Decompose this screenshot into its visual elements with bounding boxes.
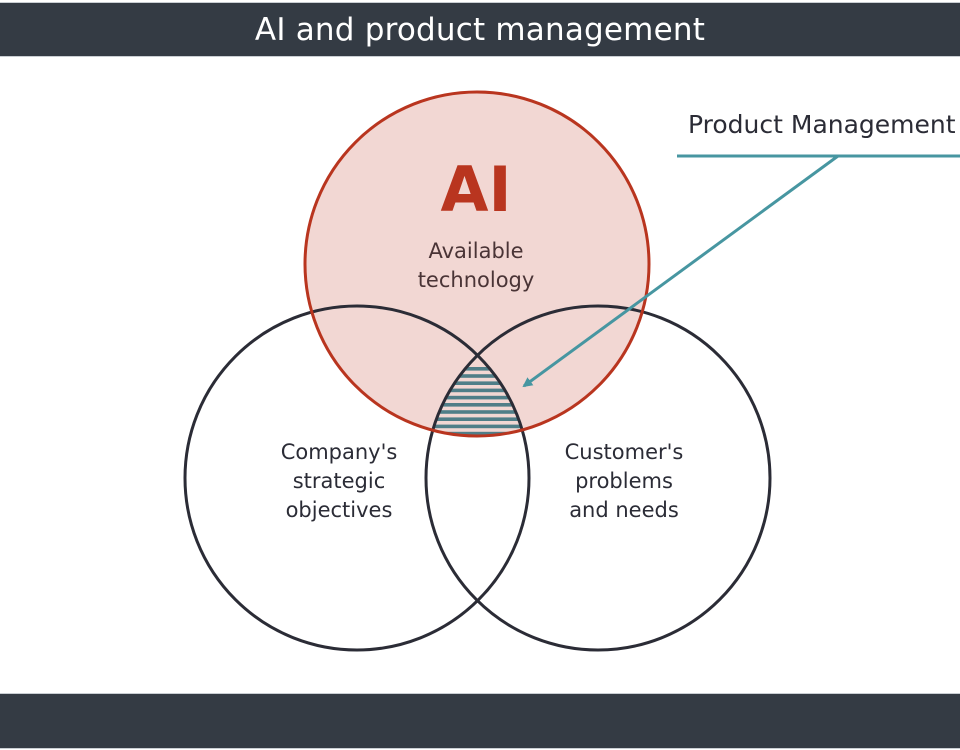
customer-circle (424, 304, 772, 652)
hatch-stripe (426, 431, 529, 436)
hatch-stripe (426, 424, 529, 429)
hatch-stripe (426, 367, 529, 371)
footer-bar (0, 693, 960, 749)
hatch-stripe (426, 374, 529, 378)
company-label-line-1: Company's (281, 440, 398, 464)
hatch-stripe (426, 403, 529, 407)
hatch-stripe (426, 395, 529, 400)
intersection-hatch (426, 367, 529, 436)
ai-circle-fill (305, 92, 649, 436)
callout-label: Product Management (688, 110, 956, 139)
page-title: AI and product management (254, 11, 706, 48)
ai-circle (303, 90, 651, 438)
customer-label-line-2: problems (575, 469, 673, 493)
ai-label-line-1: Available (428, 239, 523, 263)
company-label-line-3: objectives (286, 498, 393, 522)
company-label-line-2: strategic (293, 469, 386, 493)
callout-arrow (522, 154, 839, 388)
ai-title: AI (440, 153, 511, 226)
hatch-stripe (426, 381, 529, 385)
ai-label-line-2: technology (418, 268, 535, 292)
customer-label-line-1: Customer's (565, 440, 684, 464)
title-bar: AI and product management (0, 2, 960, 57)
hatch-stripe (426, 417, 529, 421)
hatch-stripe (426, 410, 529, 414)
customer-label-line-3: and needs (569, 498, 679, 522)
company-circle (183, 304, 531, 652)
hatch-stripe (426, 388, 529, 393)
